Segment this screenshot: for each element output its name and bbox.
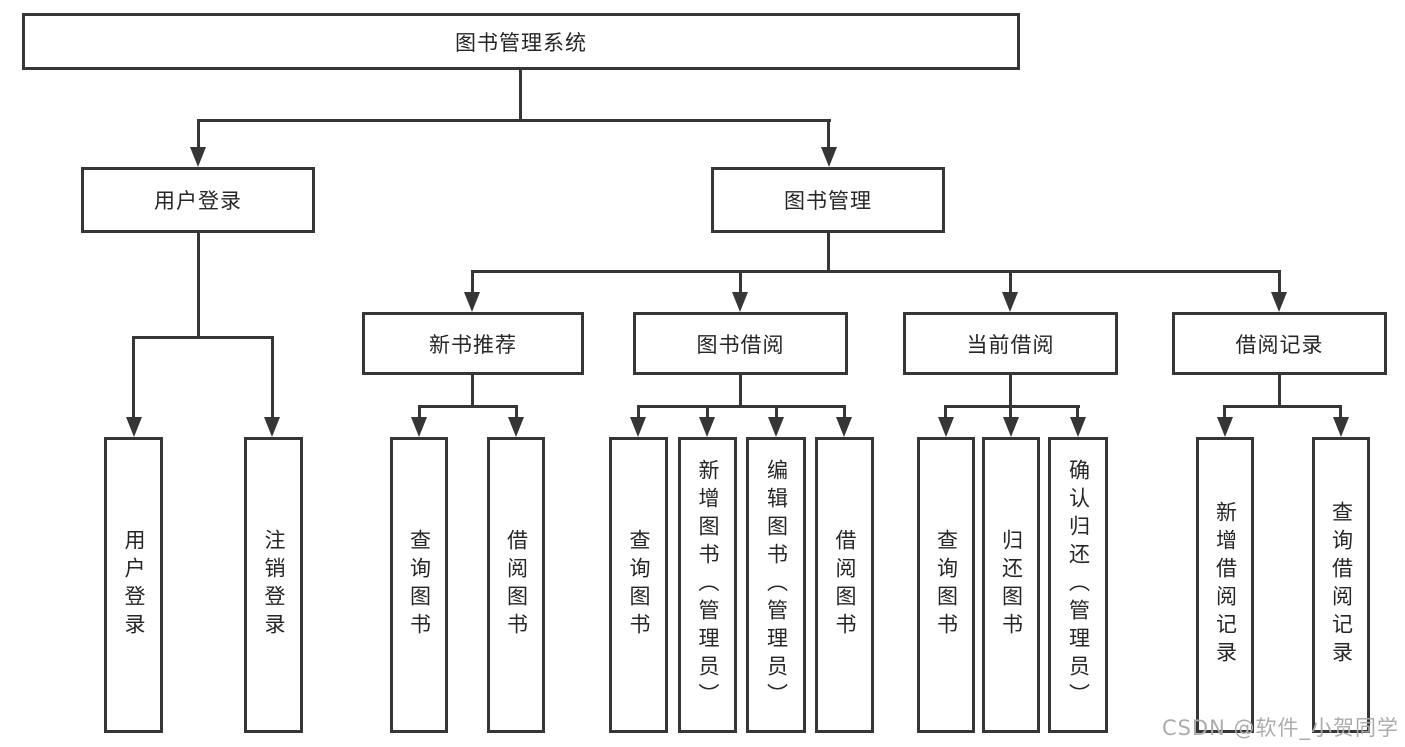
connector-book-mgmt-trunk [827, 233, 830, 272]
leaf-query-books-current-label: 查询图书 [934, 529, 959, 641]
node-book-borrowing-label: 图书借阅 [696, 332, 785, 357]
leaf-borrow-books-recommend: 借阅图书 [487, 437, 545, 733]
arrow-down-icon [1070, 417, 1086, 437]
arrow-down-icon [190, 147, 206, 167]
leaf-add-borrow-record-label: 新增借阅记录 [1213, 501, 1238, 669]
leaf-logout: 注销登录 [244, 437, 303, 733]
node-new-book-recommend-label: 新书推荐 [429, 332, 517, 357]
connector-drop-current-borrow [1009, 270, 1012, 295]
connector-drop-book-mgmt [827, 119, 830, 152]
connector-drop [775, 405, 778, 419]
connector-root-trunk [519, 70, 522, 120]
leaf-query-books-current: 查询图书 [917, 437, 975, 733]
arrow-down-icon [464, 292, 480, 312]
connector-user-login-trunk [197, 233, 200, 338]
node-current-borrowing-label: 当前借阅 [966, 332, 1055, 357]
leaf-borrow-books: 借阅图书 [815, 437, 874, 733]
connector-drop [1339, 405, 1342, 419]
node-book-management: 图书管理 [711, 167, 945, 233]
node-new-book-recommend: 新书推荐 [362, 312, 584, 375]
node-library-system-label: 图书管理系统 [455, 30, 587, 55]
node-current-borrowing: 当前借阅 [903, 312, 1118, 375]
connector-new-book-trunk [471, 375, 474, 407]
arrow-down-icon [768, 417, 784, 437]
arrow-down-icon [938, 417, 954, 437]
leaf-return-books-label: 归还图书 [999, 529, 1024, 641]
arrow-down-icon [1333, 417, 1349, 437]
connector-drop-logout [271, 336, 274, 421]
connector-book-mgmt-split [471, 270, 1281, 273]
node-user-login: 用户登录 [81, 167, 315, 233]
leaf-logout-label: 注销登录 [262, 529, 286, 641]
connector-drop [1009, 405, 1012, 419]
leaf-query-borrow-record: 查询借阅记录 [1312, 437, 1370, 733]
connector-root-split [197, 119, 831, 122]
connector-drop-borrow-record [1278, 270, 1281, 295]
connector-user-login-split [132, 336, 274, 339]
arrow-down-icon [264, 417, 280, 437]
node-book-borrowing: 图书借阅 [633, 312, 848, 375]
connector-drop [515, 405, 518, 419]
leaf-query-books-recommend: 查询图书 [390, 437, 448, 733]
node-library-system: 图书管理系统 [22, 13, 1020, 70]
connector-drop [418, 405, 421, 419]
connector-current-borrow-split [944, 405, 1080, 408]
leaf-add-borrow-record: 新增借阅记录 [1196, 437, 1254, 733]
arrow-down-icon [1003, 417, 1019, 437]
arrow-down-icon [1271, 292, 1287, 312]
connector-book-borrow-split [637, 405, 846, 408]
node-book-management-label: 图书管理 [784, 189, 872, 213]
connector-drop-book-borrow [739, 270, 742, 295]
leaf-borrow-books-recommend-label: 借阅图书 [504, 529, 529, 641]
leaf-edit-books-admin-label: 编辑图书（管理员） [764, 459, 789, 711]
leaf-user-login: 用户登录 [104, 437, 163, 733]
connector-drop-new-book [471, 270, 474, 295]
arrow-down-icon [1002, 292, 1018, 312]
leaf-borrow-books-label: 借阅图书 [833, 529, 857, 641]
leaf-return-books: 归还图书 [982, 437, 1040, 733]
leaf-query-books: 查询图书 [609, 437, 668, 733]
connector-drop [1076, 405, 1079, 419]
connector-new-book-split [418, 405, 518, 408]
leaf-confirm-return-admin: 确认归还（管理员） [1048, 437, 1108, 733]
leaf-user-login-label: 用户登录 [122, 529, 146, 641]
leaf-edit-books-admin: 编辑图书（管理员） [746, 437, 806, 733]
arrow-down-icon [732, 292, 748, 312]
arrow-down-icon [821, 147, 837, 167]
connector-drop-user-login [197, 119, 200, 152]
leaf-confirm-return-admin-label: 确认归还（管理员） [1066, 459, 1091, 711]
arrow-down-icon [126, 417, 142, 437]
connector-borrow-record-trunk [1278, 375, 1281, 407]
leaf-add-books-admin-label: 新增图书（管理员） [696, 459, 720, 711]
node-user-login-label: 用户登录 [154, 189, 242, 213]
connector-borrow-record-split [1223, 405, 1342, 408]
arrow-down-icon [1217, 417, 1233, 437]
arrow-down-icon [508, 417, 524, 437]
connector-drop [843, 405, 846, 419]
leaf-query-books-label: 查询图书 [627, 529, 651, 641]
arrow-down-icon [630, 417, 646, 437]
node-borrowing-records-label: 借阅记录 [1235, 332, 1324, 357]
arrow-down-icon [836, 417, 852, 437]
connector-book-borrow-trunk [739, 375, 742, 407]
connector-drop [944, 405, 947, 419]
arrow-down-icon [411, 417, 427, 437]
arrow-down-icon [699, 417, 715, 437]
connector-drop [1223, 405, 1226, 419]
connector-drop [637, 405, 640, 419]
connector-drop-login [132, 336, 135, 421]
csdn-watermark: CSDN @软件_小贺同学 [1161, 716, 1399, 740]
leaf-query-borrow-record-label: 查询借阅记录 [1329, 501, 1354, 669]
leaf-add-books-admin: 新增图书（管理员） [678, 437, 737, 733]
connector-current-borrow-trunk [1009, 375, 1012, 407]
node-borrowing-records: 借阅记录 [1172, 312, 1387, 375]
leaf-query-books-recommend-label: 查询图书 [407, 529, 432, 641]
connector-drop [706, 405, 709, 419]
